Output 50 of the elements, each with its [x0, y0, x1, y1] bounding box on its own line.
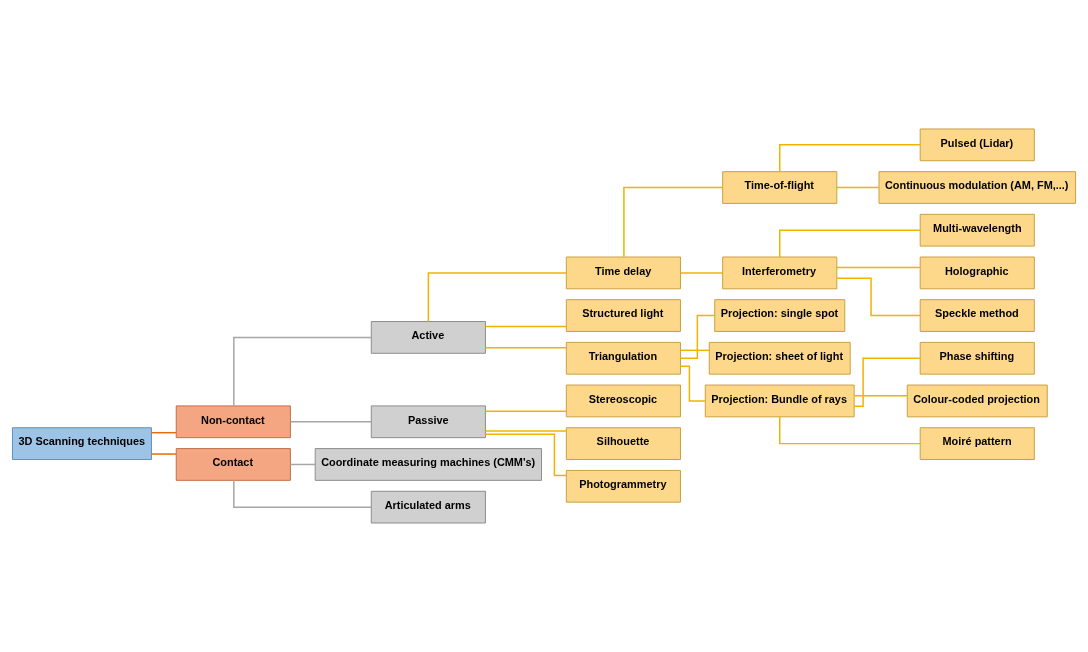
node-box: Articulated arms — [370, 490, 486, 524]
node-box: Non-contact — [175, 405, 291, 439]
node-box: Passive — [370, 405, 486, 439]
node-box: Stereoscopic — [565, 384, 681, 418]
connector — [836, 186, 880, 189]
connector — [484, 430, 567, 432]
node-box: Interferometry — [722, 256, 838, 290]
node-box: Silhouette — [565, 427, 681, 460]
node-box: Continuous modulation (AM, FM,...) — [878, 171, 1077, 204]
connector — [484, 410, 567, 413]
connector — [623, 186, 724, 258]
node-box: Photogrammetry — [565, 469, 681, 503]
connector — [836, 277, 921, 317]
connector — [150, 453, 177, 455]
node-box: Time-of-flight — [722, 171, 838, 204]
node-box: Projection: Bundle of rays — [704, 384, 855, 418]
connector — [484, 433, 567, 477]
connector — [233, 336, 372, 407]
connector — [779, 416, 921, 445]
connector — [484, 325, 567, 328]
node-box: Structured light — [565, 299, 681, 332]
node-box: Time delay — [565, 256, 681, 290]
node-box: Coordinate measuring machines (CMM's) — [314, 448, 542, 481]
node-box: Holographic — [919, 256, 1035, 290]
connector — [680, 272, 724, 274]
connector — [779, 229, 921, 258]
connector — [853, 357, 921, 407]
node-box: Multi-wavelength — [919, 213, 1035, 247]
node-box: Contact — [175, 448, 291, 481]
connector — [289, 421, 372, 423]
connector — [484, 347, 567, 349]
connector — [289, 463, 316, 466]
node-box: Pulsed (Lidar) — [919, 128, 1035, 162]
node-box: Projection: single spot — [714, 299, 846, 332]
connector — [680, 349, 710, 352]
node-box: Phase shifting — [919, 341, 1035, 375]
connector — [679, 314, 716, 359]
node-box: Moiré pattern — [919, 427, 1035, 460]
node-box: Colour-coded projection — [906, 384, 1048, 418]
connector — [427, 272, 567, 323]
connector — [150, 431, 177, 434]
node-box: 3D Scanning techniques — [11, 427, 152, 460]
connector — [853, 394, 908, 397]
connector — [779, 144, 921, 173]
connector — [836, 266, 921, 269]
node-box: Speckle method — [919, 299, 1035, 332]
node-box: Triangulation — [565, 341, 681, 375]
node-box: Active — [370, 321, 486, 354]
node-box: Projection: sheet of light — [708, 341, 851, 375]
connector — [233, 479, 372, 508]
